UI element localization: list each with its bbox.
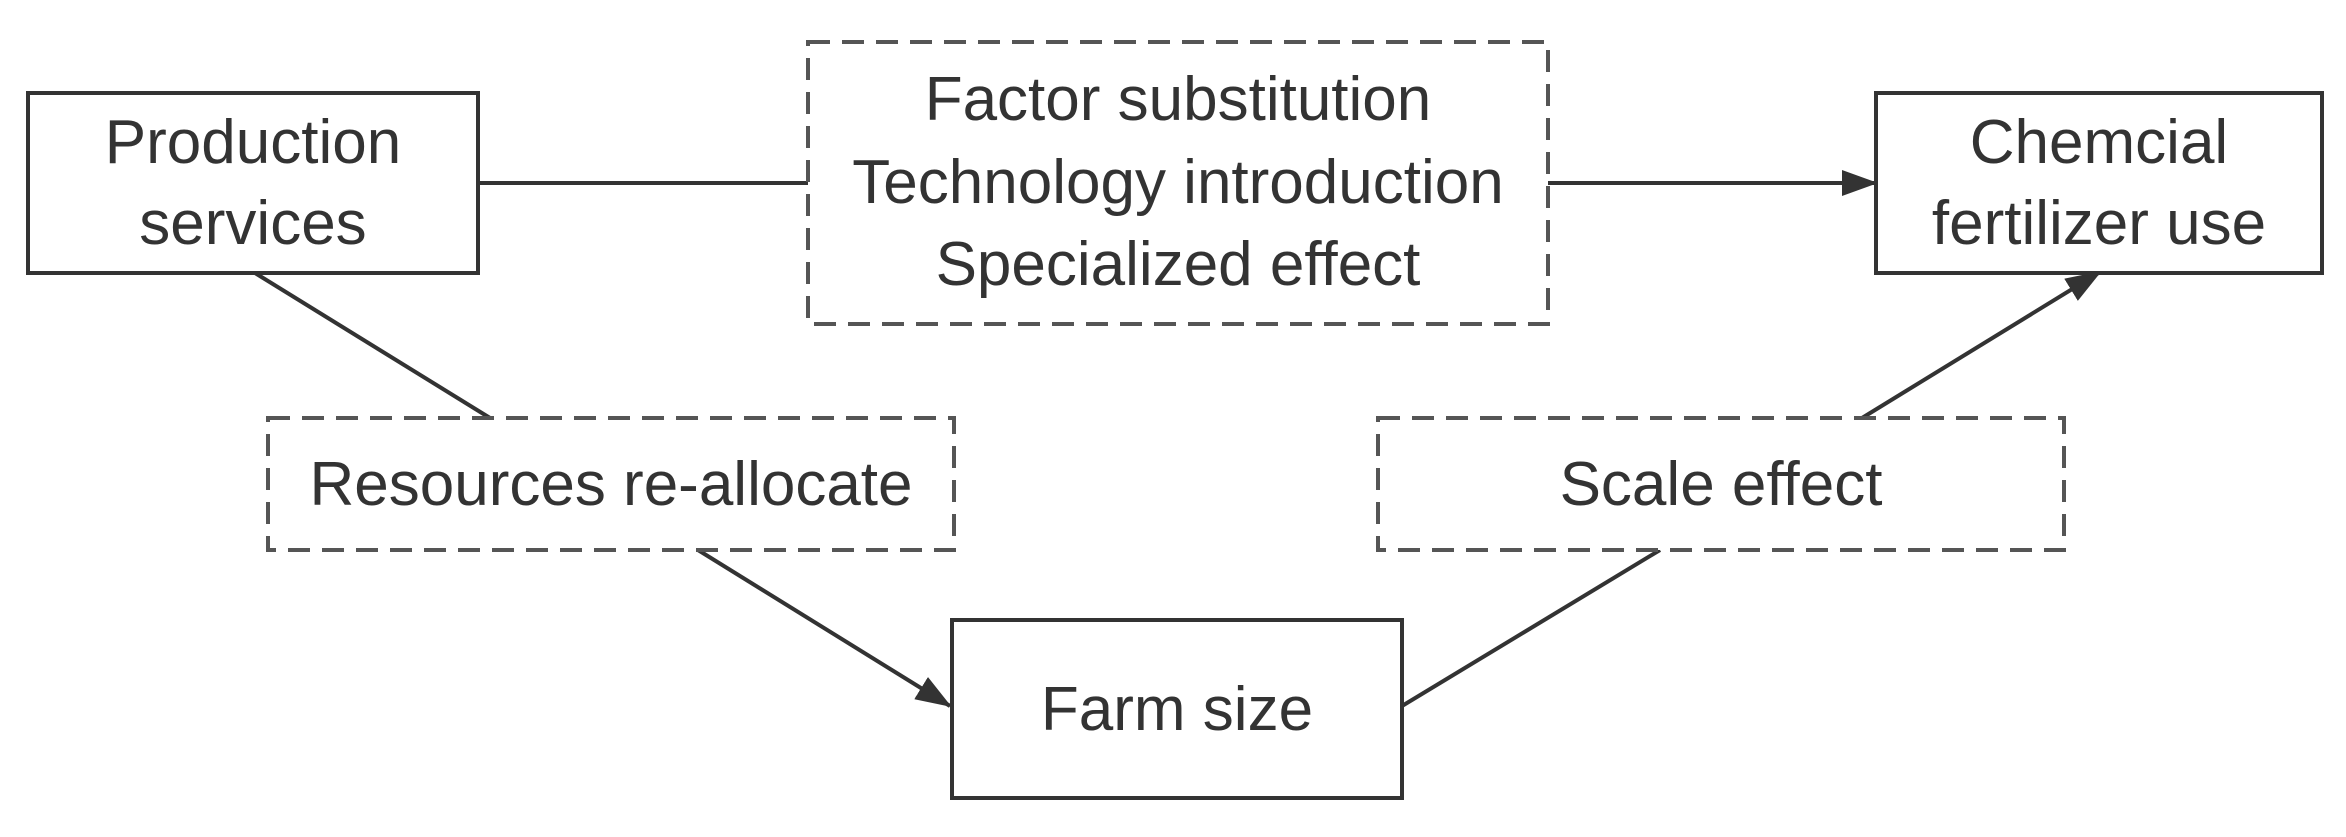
node-production-services: Production services xyxy=(26,91,480,275)
node-farm-size-label: Farm size xyxy=(1041,675,1313,744)
node-farm-size: Farm size xyxy=(950,618,1404,800)
node-production-services-line1: Production xyxy=(105,108,401,177)
mediator-right-box xyxy=(1376,416,2066,552)
mediator-top-line1: Factor substitution xyxy=(925,65,1432,134)
node-production-services-line2: services xyxy=(139,189,366,258)
mediator-top-box xyxy=(806,40,1550,326)
mediator-top-line2: Technology introduction xyxy=(852,148,1503,217)
arrow-left-mediator-to-farm-size xyxy=(696,548,952,708)
connector-production-to-left-mediator xyxy=(253,271,492,420)
node-chemical-fertilizer-use-line1: Chemcial xyxy=(1970,108,2228,177)
node-chemical-fertilizer-use-box xyxy=(1874,91,2324,275)
node-chemical-fertilizer-use: Chemcial fertilizer use xyxy=(1874,91,2324,275)
arrow-right-mediator-to-fertilizer xyxy=(1860,270,2102,420)
node-farm-size-box xyxy=(950,618,1404,800)
mediator-left-box xyxy=(266,416,956,552)
mediator-left: Resources re-allocate xyxy=(266,416,956,552)
node-chemical-fertilizer-use-line2: fertilizer use xyxy=(1932,189,2266,258)
mediator-top-line3: Specialized effect xyxy=(936,230,1421,299)
mediator-right: Scale effect xyxy=(1376,416,2066,552)
mediator-left-label: Resources re-allocate xyxy=(309,450,912,519)
connector-farm-size-to-right-mediator xyxy=(1400,548,1662,708)
mediator-top: Factor substitution Technology introduct… xyxy=(806,40,1550,326)
node-production-services-box xyxy=(26,91,480,275)
mediator-right-label: Scale effect xyxy=(1560,450,1883,519)
